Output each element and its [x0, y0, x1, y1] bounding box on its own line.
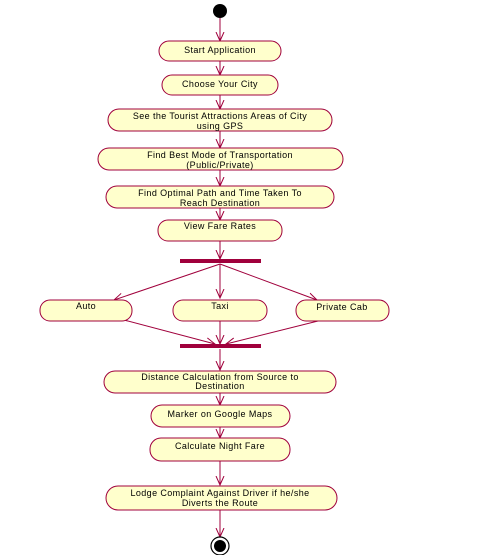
svg-text:Destination: Destination — [195, 381, 244, 391]
activity-label: Find Best Mode of Transportation — [147, 150, 293, 160]
activity-marker-maps: Marker on Google Maps — [150, 404, 291, 428]
activity-distance-calc: Distance Calculation from Source to Dest… — [103, 370, 337, 394]
activity-label: View Fare Rates — [184, 221, 256, 231]
svg-text:See the Tourist Attractions Ar: See the Tourist Attractions Areas of Cit… — [133, 111, 307, 121]
svg-text:Taxi: Taxi — [211, 301, 229, 311]
svg-text:Private Cab: Private Cab — [316, 302, 367, 312]
activity-label: Choose Your City — [182, 79, 258, 89]
activity-label: Find Optimal Path and Time Taken To — [138, 188, 302, 198]
activity-label: Lodge Complaint Against Driver if he/she — [130, 488, 309, 498]
control-flows — [114, 18, 323, 537]
flow-fork-to-cab — [219, 263, 317, 300]
activity-label: Marker on Google Maps — [168, 409, 273, 419]
initial-node — [213, 4, 227, 18]
svg-text:Marker on Google Maps: Marker on Google Maps — [168, 409, 273, 419]
activity-label: Diverts the Route — [182, 498, 258, 508]
activity-night-fare: Calculate Night Fare — [149, 437, 291, 462]
activity-view-fare: View Fare Rates — [157, 219, 283, 242]
activity-see-attractions: See the Tourist Attractions Areas of Cit… — [107, 108, 333, 132]
activity-private-cab: Private Cab — [295, 299, 390, 322]
svg-text:Distance Calculation from Sour: Distance Calculation from Source to — [141, 372, 299, 382]
svg-text:Auto: Auto — [76, 301, 96, 311]
activity-auto: Auto — [39, 299, 133, 322]
svg-text:using GPS: using GPS — [197, 121, 244, 131]
fork-bar — [180, 259, 261, 263]
flow-fork-to-auto — [114, 263, 221, 300]
activity-best-mode: Find Best Mode of Transportation (Public… — [97, 147, 344, 171]
activity-label: Distance Calculation from Source to — [141, 372, 299, 382]
activity-label: Calculate Night Fare — [175, 441, 265, 451]
svg-text:Calculate Night Fare: Calculate Night Fare — [175, 441, 265, 451]
flow-cab-to-join — [226, 319, 323, 344]
final-node — [210, 536, 230, 555]
activity-lodge-complaint: Lodge Complaint Against Driver if he/she… — [105, 485, 338, 511]
svg-text:(Public/Private): (Public/Private) — [186, 160, 253, 170]
activity-label: Destination — [195, 381, 244, 391]
activity-taxi: Taxi — [172, 299, 268, 322]
svg-text:Choose Your City: Choose Your City — [182, 79, 258, 89]
svg-text:Find Optimal Path and Time Tak: Find Optimal Path and Time Taken To — [138, 188, 302, 198]
activity-start-application: Start Application — [158, 40, 282, 62]
join-bar — [180, 344, 261, 348]
activity-label: Start Application — [184, 45, 256, 55]
activity-label: Reach Destination — [180, 198, 260, 208]
svg-text:Start Application: Start Application — [184, 45, 256, 55]
flow-auto-to-join — [123, 319, 215, 344]
activity-label: See the Tourist Attractions Areas of Cit… — [133, 111, 307, 121]
svg-text:Reach Destination: Reach Destination — [180, 198, 260, 208]
activity-label: using GPS — [197, 121, 244, 131]
svg-text:View Fare Rates: View Fare Rates — [184, 221, 256, 231]
activity-label: Taxi — [211, 301, 229, 311]
svg-text:Diverts the Route: Diverts the Route — [182, 498, 258, 508]
activity-label: Auto — [76, 301, 96, 311]
svg-text:Lodge Complaint Against Driver: Lodge Complaint Against Driver if he/she — [130, 488, 309, 498]
svg-text:Find Best Mode of Transportati: Find Best Mode of Transportation — [147, 150, 293, 160]
activity-label: (Public/Private) — [186, 160, 253, 170]
activity-choose-city: Choose Your City — [161, 74, 279, 96]
activity-optimal-path: Find Optimal Path and Time Taken To Reac… — [105, 185, 335, 209]
activity-label: Private Cab — [316, 302, 367, 312]
